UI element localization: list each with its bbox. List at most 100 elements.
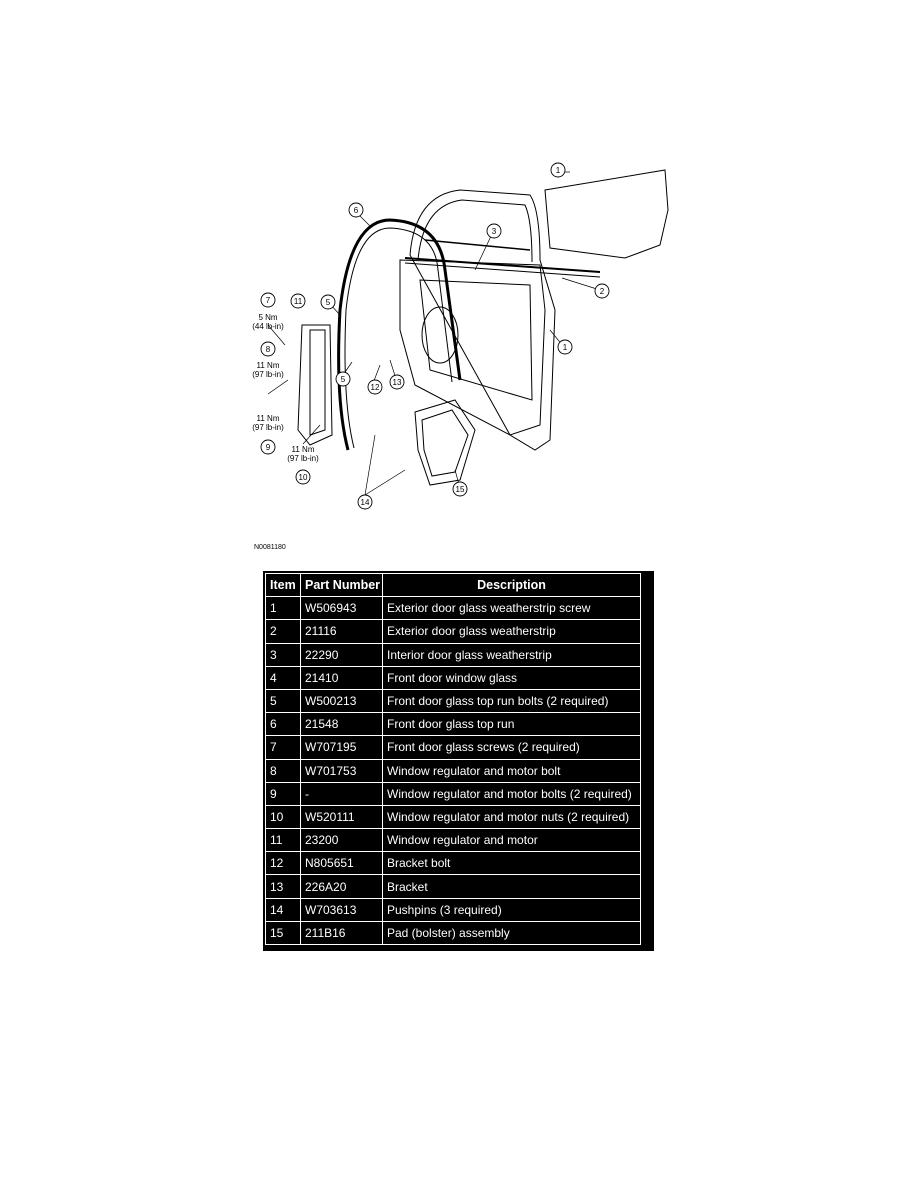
callout-label: 3 (492, 227, 497, 236)
callout-5a: 5 (320, 294, 336, 310)
cell-description: Window regulator and motor bolt (382, 758, 641, 783)
callout-6: 6 (348, 202, 364, 218)
window-regulator-shape (297, 324, 333, 446)
cell-item: 4 (265, 665, 301, 690)
cell-part-number: W707195 (300, 735, 383, 760)
callout-11: 11 (290, 293, 306, 309)
callout-15: 15 (452, 481, 468, 497)
torque-7-lbin: (44 lb-in) (252, 322, 284, 331)
callout-9: 9 (260, 439, 276, 455)
callout-7: 7 (260, 292, 276, 308)
cell-description: Front door glass top run (382, 712, 641, 737)
torque-9-nm: 11 Nm (257, 414, 280, 423)
door-inner-panel-shape (399, 259, 546, 436)
cell-description: Interior door glass weatherstrip (382, 642, 641, 667)
cell-description: Exterior door glass weatherstrip (382, 619, 641, 644)
callout-label: 14 (361, 498, 370, 507)
cell-description: Window regulator and motor bolts (2 requ… (382, 781, 641, 806)
cell-part-number: 21116 (300, 619, 383, 644)
callout-label: 8 (266, 345, 271, 354)
callout-label: 5 (341, 375, 346, 384)
header-item: Item (265, 572, 301, 598)
cell-item: 11 (265, 828, 301, 853)
window-glass-shape (544, 169, 669, 259)
cell-description: Front door glass top run bolts (2 requir… (382, 688, 641, 714)
callout-label: 1 (563, 343, 568, 352)
cell-item: 6 (265, 712, 301, 737)
cell-item: 2 (265, 619, 301, 644)
cell-part-number: 21410 (300, 665, 383, 690)
pad-bolster-shape (414, 399, 476, 486)
callout-label: 10 (299, 473, 308, 482)
callout-5b: 5 (335, 371, 351, 387)
cell-part-number: W506943 (300, 596, 383, 621)
cell-item: 5 (265, 688, 301, 714)
callout-label: 5 (326, 298, 331, 307)
cell-item: 3 (265, 642, 301, 667)
callout-14: 14 (357, 494, 373, 510)
cell-item: 15 (265, 920, 301, 946)
cell-part-number: 23200 (300, 828, 383, 853)
door-frame-shape (409, 189, 556, 451)
torque-10-nm: 11 Nm (292, 445, 315, 454)
callout-4: 1 (550, 162, 566, 178)
door-exploded-view: 1 3 2 1 6 5 5 7 11 8 9 10 12 13 14 15 5 … (252, 162, 669, 510)
cell-part-number: - (300, 781, 383, 806)
cell-item: 12 (265, 851, 301, 876)
door-assembly-diagram: 1 3 2 1 6 5 5 7 11 8 9 10 12 13 14 15 5 … (240, 150, 680, 530)
cell-part-number: 22290 (300, 642, 383, 667)
torque-7-nm: 5 Nm (258, 313, 277, 322)
cell-part-number: W520111 (300, 804, 383, 830)
callout-label: 15 (456, 485, 465, 494)
callout-label: 9 (266, 443, 271, 452)
cell-item: 9 (265, 781, 301, 806)
callout-label: 7 (266, 296, 271, 305)
cell-description: Bracket (382, 874, 641, 899)
torque-10-lbin: (97 lb-in) (287, 454, 319, 463)
callout-3: 3 (486, 223, 502, 239)
cell-part-number: W703613 (300, 897, 383, 922)
cell-part-number: W701753 (300, 758, 383, 783)
table-header-row: Item Part Number Description (265, 572, 641, 598)
cell-description: Exterior door glass weatherstrip screw (382, 596, 641, 621)
callout-label: 11 (294, 297, 303, 306)
cell-part-number: 226A20 (300, 874, 383, 899)
cell-description: Pad (bolster) assembly (382, 920, 641, 946)
cell-item: 13 (265, 874, 301, 899)
callout-label: 2 (600, 287, 605, 296)
header-description: Description (382, 572, 641, 598)
cell-item: 7 (265, 735, 301, 760)
cell-part-number: 211B16 (300, 920, 383, 946)
callout-2: 2 (594, 283, 610, 299)
cell-description: Front door window glass (382, 665, 641, 690)
cell-item: 8 (265, 758, 301, 783)
cell-item: 14 (265, 897, 301, 922)
cell-part-number: N805651 (300, 851, 383, 876)
cell-part-number: 21548 (300, 712, 383, 737)
cell-description: Window regulator and motor (382, 828, 641, 853)
callout-label-4: 1 (556, 166, 561, 175)
callout-10: 10 (295, 469, 311, 485)
torque-8-nm: 11 Nm (257, 361, 280, 370)
figure-id: N0081180 (254, 544, 286, 551)
header-part-number: Part Number (300, 572, 383, 598)
callout-label: 12 (371, 383, 380, 392)
cell-description: Pushpins (3 required) (382, 897, 641, 922)
cell-description: Bracket bolt (382, 851, 641, 876)
cell-part-number: W500213 (300, 688, 383, 714)
callout-1: 1 (557, 339, 573, 355)
